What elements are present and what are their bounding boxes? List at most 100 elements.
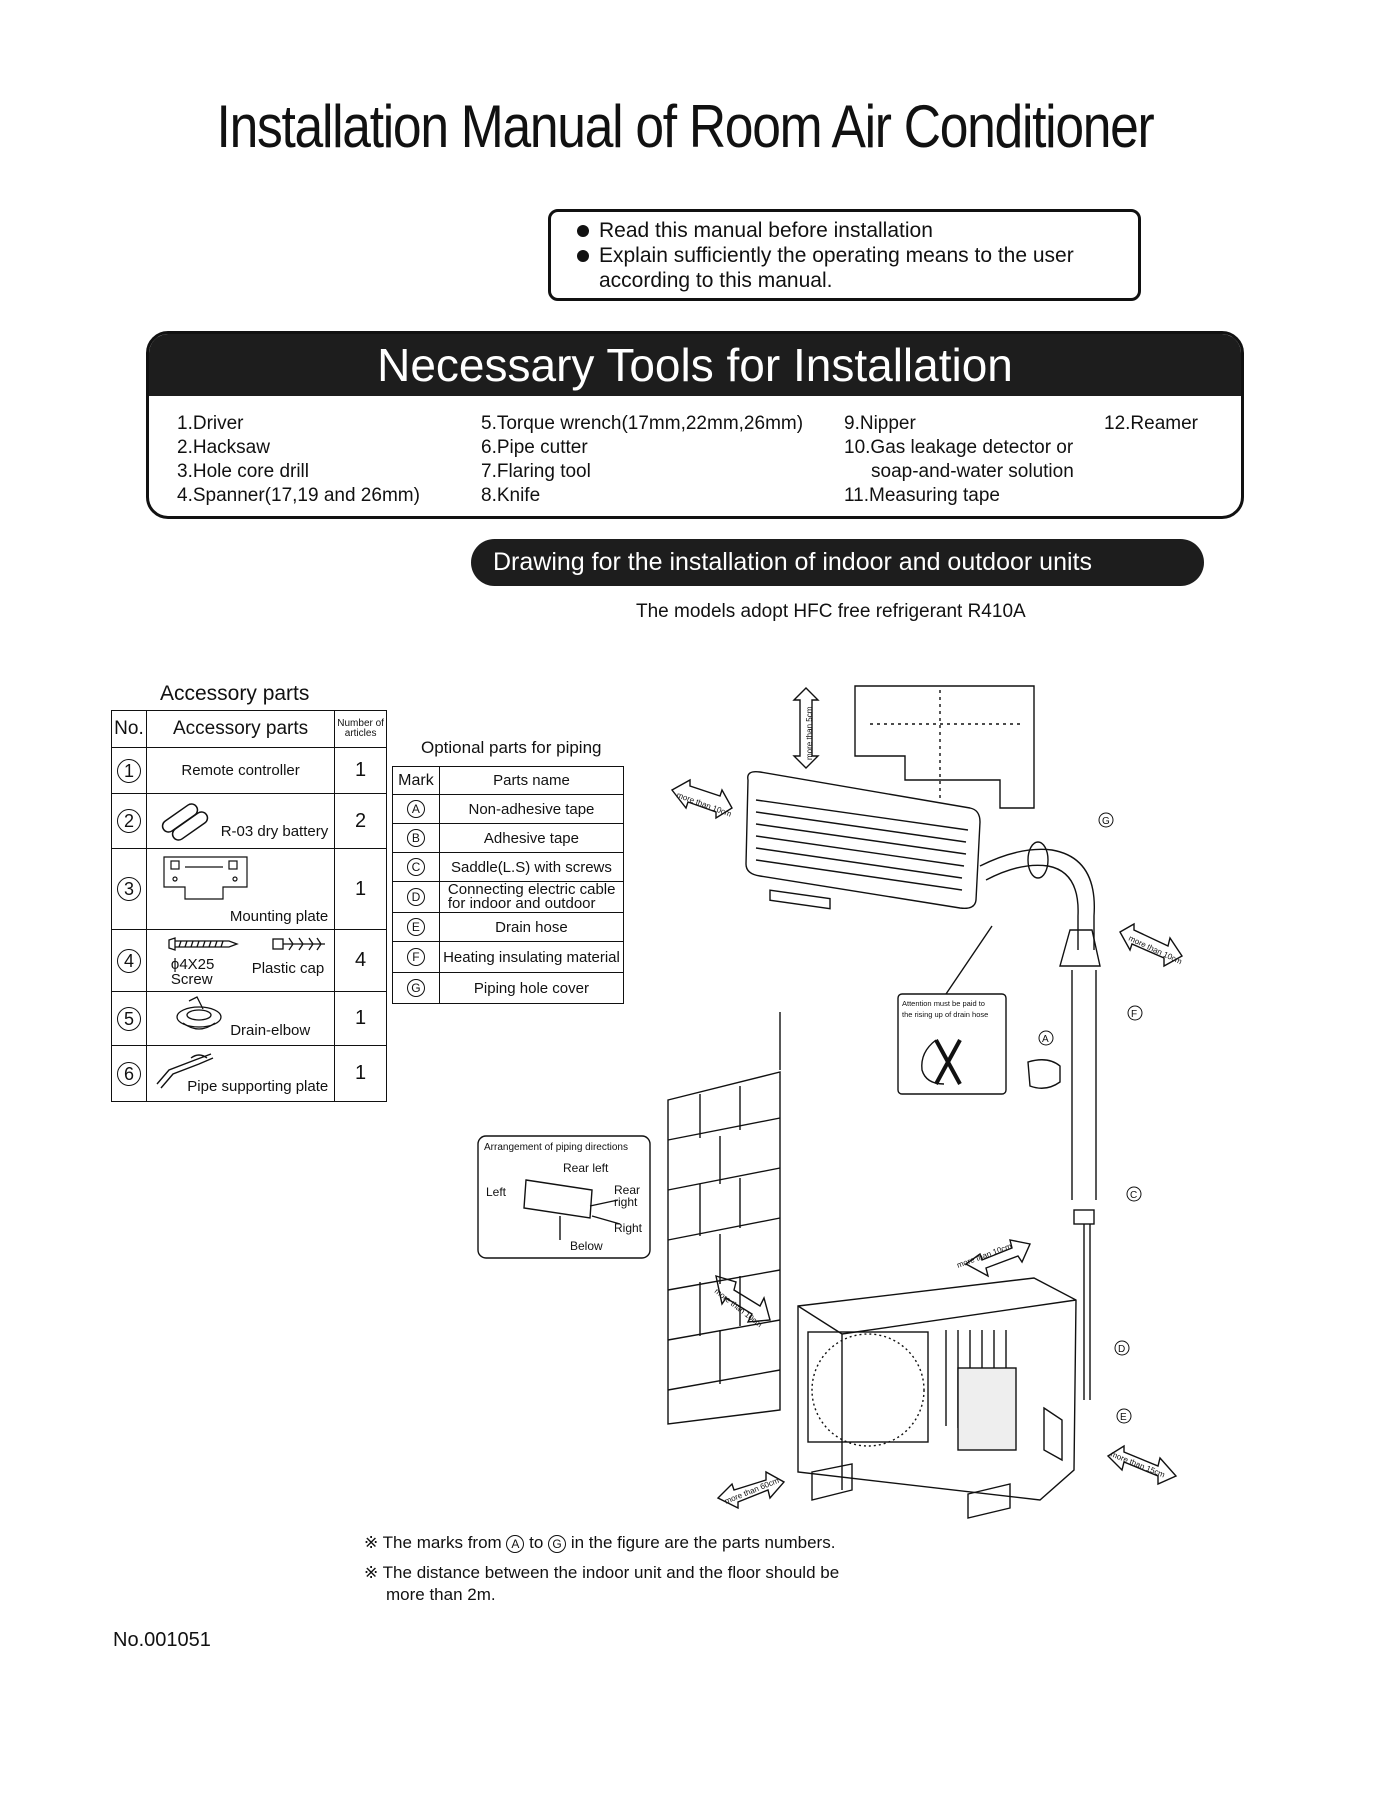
notice-item: Explain sufficiently the operating means… [599, 244, 1074, 267]
table-row: 5 Drain-elbow 1 [111, 991, 387, 1046]
piping-directions-box [477, 1135, 651, 1259]
part-name: Non-adhesive tape [438, 794, 625, 824]
mark-a-symbol: A [506, 1534, 525, 1553]
part-name: Remote controller [145, 747, 336, 794]
notice-item: according to this manual. [599, 269, 833, 292]
direction-label: Rear [614, 1183, 640, 1197]
pipe-support-icon [156, 1053, 214, 1089]
part-name: Pipe supporting plate [187, 1078, 329, 1095]
note-1: ※ The marks from A to G in the figure ar… [364, 1533, 836, 1553]
direction-label: Left [486, 1185, 507, 1199]
clearance-arrow [964, 1239, 1031, 1278]
part-count: 1 [334, 747, 387, 794]
tool-item: 6.Pipe cutter [481, 437, 588, 458]
part-count: 1 [334, 848, 387, 930]
bullet-icon [577, 250, 589, 262]
row-number: 5 [116, 1006, 141, 1031]
brick-wall [667, 1071, 781, 1425]
table-row: A Non-adhesive tape [392, 794, 625, 824]
table-row: 6 Pipe supporting plate 1 [111, 1045, 387, 1102]
row-number: 6 [116, 1061, 141, 1086]
attention-box [897, 993, 1007, 1095]
column-header: Number of articles [334, 710, 387, 748]
tool-item: 11.Measuring tape [844, 485, 1000, 506]
table-row: 3 Mounting plate 1 [111, 848, 387, 930]
mounting-plate-icon [163, 856, 248, 900]
tools-column-3: 9.Nipper 10.Gas leakage detector or soap… [844, 412, 1074, 508]
part-mark: G [406, 978, 425, 997]
tool-item: 4.Spanner(17,19 and 26mm) [177, 485, 420, 506]
tools-column-1: 1.Driver 2.Hacksaw 3.Hole core drill 4.S… [177, 412, 420, 508]
column-header: Mark [392, 766, 440, 795]
part-name: Drain-elbow [230, 1022, 311, 1039]
optional-caption: Optional parts for piping [421, 738, 602, 757]
part-mark: C [406, 857, 425, 876]
table-row: 1 Remote controller 1 [111, 747, 387, 794]
insulated-pipe [1071, 970, 1097, 1200]
tool-item: 12.Reamer [1104, 413, 1198, 434]
tools-column-4: 12.Reamer [1104, 412, 1198, 436]
part-mark: B [406, 828, 425, 847]
clearance-label: more than 60cm [723, 1476, 780, 1506]
part-name: R-03 dry battery [220, 823, 329, 840]
direction-label: Below [570, 1239, 603, 1253]
table-row: 2 R-03 dry battery 2 [111, 793, 387, 849]
mark-e-label: E [1120, 1412, 1127, 1423]
column-header: No. [111, 710, 147, 748]
row-number: 4 [116, 948, 141, 973]
part-name: Plastic cap [251, 960, 325, 977]
part-count: 4 [334, 929, 387, 992]
tools-column-2: 5.Torque wrench(17mm,22mm,26mm) 6.Pipe c… [481, 412, 803, 508]
clearance-arrow [716, 1470, 786, 1510]
part-mark: D [406, 887, 425, 906]
page-title: Installation Manual of Room Air Conditio… [216, 93, 1155, 160]
screw-icon [168, 937, 325, 951]
bullet-icon [577, 225, 589, 237]
tool-item: 5.Torque wrench(17mm,22mm,26mm) [481, 413, 804, 434]
clearance-arrow [1119, 922, 1184, 968]
part-marks: G F A C D E [1038, 812, 1143, 1424]
clearance-arrow [670, 778, 733, 820]
note-2: ※ The distance between the indoor unit a… [364, 1563, 840, 1582]
part-name: Piping hole cover [438, 972, 625, 1004]
clearance-label: more than 10cm [956, 1242, 1014, 1270]
attention-text: Attention must be paid to [902, 999, 985, 1008]
row-number: 1 [116, 758, 141, 783]
models-note: The models adopt HFC free refrigerant R4… [636, 601, 1026, 622]
part-count: 1 [334, 1045, 387, 1102]
part-mark: A [406, 799, 425, 818]
notice-item: Read this manual before installation [599, 219, 933, 242]
notes: ※ The marks from A to G in the figure ar… [364, 1532, 839, 1606]
clearance-label: more than 5cm [805, 706, 814, 760]
tools-panel: Necessary Tools for Installation 1.Drive… [146, 331, 1244, 519]
mark-g-symbol: G [548, 1534, 567, 1553]
tools-heading: Necessary Tools for Installation [149, 334, 1241, 396]
unit-feet [811, 1463, 1011, 1519]
row-number: 3 [116, 877, 141, 901]
mounting-plate [854, 685, 1035, 809]
tool-item: 7.Flaring tool [481, 461, 591, 482]
direction-label: right [614, 1195, 638, 1209]
battery-icon [161, 803, 209, 841]
outdoor-unit [797, 1277, 1077, 1501]
attention-text: the rising up of drain hose [902, 1010, 988, 1019]
part-count: 1 [334, 991, 387, 1046]
clearance-arrow [715, 1274, 771, 1323]
table-row: G Piping hole cover [392, 972, 625, 1004]
tool-item: 3.Hole core drill [177, 461, 309, 482]
piping [979, 848, 1095, 950]
part-mark: F [406, 947, 425, 966]
part-mark: E [406, 917, 425, 936]
indoor-unit [745, 770, 981, 910]
direction-label: Rear left [563, 1161, 609, 1175]
installation-drawing: G F A C D E more than 5cm more than 10cm… [477, 685, 1184, 1519]
tool-item: 10.Gas leakage detector or [844, 437, 1074, 458]
accessory-caption: Accessory parts [160, 682, 310, 705]
clearance-label: more than 10cm [1127, 934, 1183, 967]
